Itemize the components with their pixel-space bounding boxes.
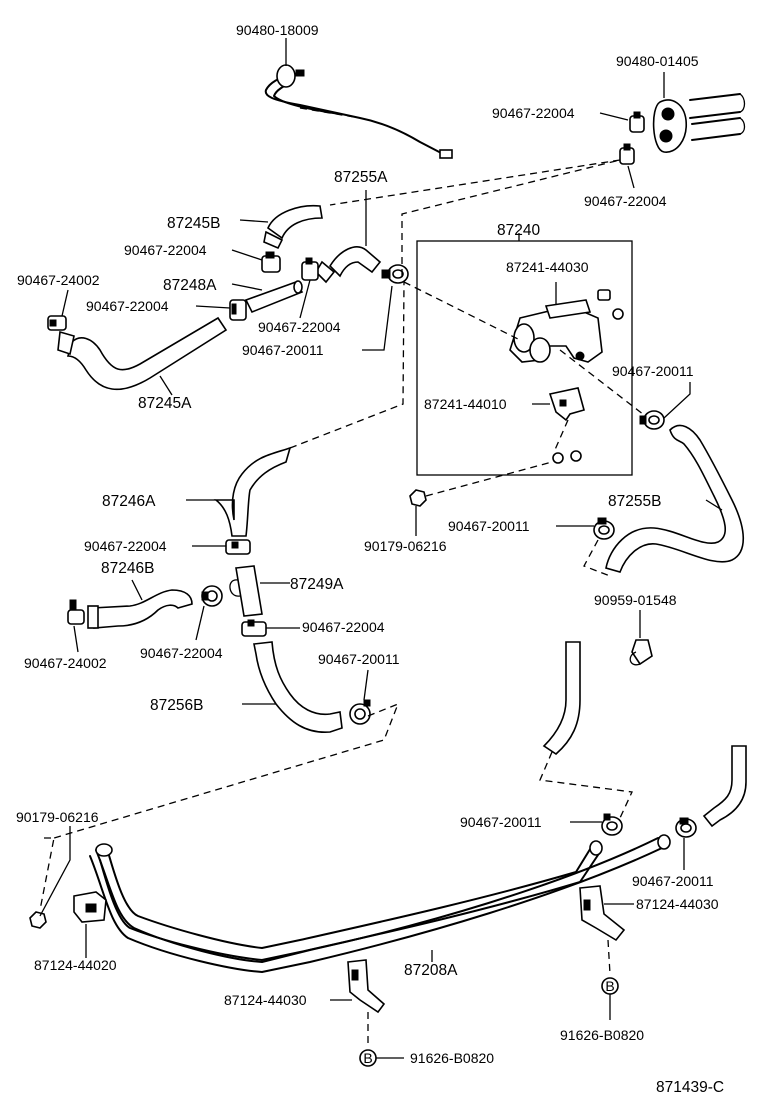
label-90179-06216-a: 90179-06216 — [364, 538, 447, 554]
label-87240: 87240 — [497, 222, 540, 239]
label-87255A: 87255A — [334, 169, 388, 186]
label-87124-44020: 87124-44020 — [34, 957, 117, 973]
label-90467-20011-b: 90467-20011 — [612, 363, 694, 379]
hose-87255A — [314, 246, 382, 284]
tube-87249A — [229, 565, 263, 617]
bracket-87124-44020 — [73, 891, 107, 923]
label-87241-44030: 87241-44030 — [506, 259, 589, 275]
clamp-90467-24002-lower — [67, 599, 85, 625]
figure-id: 871439-C — [656, 1079, 724, 1096]
clamp-90467-20011-87256B — [349, 699, 371, 725]
label-90467-22004-f: 90467-22004 — [84, 538, 167, 554]
label-90480-01405: 90480-01405 — [616, 53, 699, 69]
label-90467-20011-a: 90467-20011 — [242, 342, 324, 358]
label-90467-22004-b: 90467-22004 — [584, 193, 667, 209]
nut-90179-06216-bottom — [29, 911, 47, 929]
clamp-90467-20011-valve-right — [639, 410, 665, 430]
label-87124-44030-b: 87124-44030 — [224, 992, 307, 1008]
label-90467-22004-e: 90467-22004 — [258, 319, 341, 335]
clamp-90467-20011-87255B — [593, 517, 615, 540]
label-87255B: 87255B — [608, 493, 661, 510]
bracket-87124-44030-center — [347, 959, 386, 1014]
bolt-mark-text: B — [605, 978, 614, 994]
hose-heater-inlet — [542, 641, 581, 756]
clip-90959-01548 — [629, 639, 653, 666]
clamp-90467-22004-bottom — [241, 619, 267, 637]
label-90959-01548: 90959-01548 — [594, 592, 677, 608]
clamp-90467-20011-bottom-right — [675, 817, 697, 838]
bolt-91626-B0820-right: B — [601, 977, 619, 995]
label-90467-24002-b: 90467-24002 — [24, 655, 107, 671]
label-87246B: 87246B — [101, 560, 154, 577]
label-87256B: 87256B — [150, 697, 203, 714]
hose-87246A — [213, 446, 292, 537]
tube-87248A — [244, 280, 304, 314]
label-87246A: 87246A — [102, 493, 156, 510]
label-90467-20011-d: 90467-20011 — [318, 651, 400, 667]
clamp-90467-20011-valve-left — [381, 264, 409, 284]
clamp-90467-22004-mid — [261, 251, 281, 273]
clamp-90467-20011-bottom-left — [601, 813, 623, 836]
water-valve-87240 — [509, 299, 603, 363]
label-90467-22004-c: 90467-22004 — [124, 242, 207, 258]
pipe-87208A — [89, 834, 671, 973]
hose-87255B — [605, 424, 744, 573]
label-90467-20011-e: 90467-20011 — [460, 814, 542, 830]
clamp-90467-24002-top — [47, 315, 67, 331]
clamp-90467-22004-top-2 — [619, 143, 635, 165]
clamp-90467-22004-lower — [225, 539, 251, 555]
label-91626-B0820-a: 91626-B0820 — [560, 1027, 644, 1043]
nut-90179-06216-center — [409, 489, 427, 507]
label-87124-44030-a: 87124-44030 — [636, 896, 719, 912]
label-90179-06216-b: 90179-06216 — [16, 809, 99, 825]
hose-heater-outlet — [702, 745, 747, 828]
hose-87246B — [87, 589, 193, 629]
nut-87240 — [597, 289, 624, 320]
clamp-90467-22004-right — [301, 257, 319, 281]
clamp-90467-22004-left — [229, 299, 247, 321]
label-90467-20011-c: 90467-20011 — [448, 518, 530, 534]
bracket-87241-44010 — [548, 387, 585, 464]
label-87245B: 87245B — [167, 215, 220, 232]
clamp-90467-22004-top — [629, 111, 645, 133]
label-90467-22004-h: 90467-22004 — [140, 645, 223, 661]
label-90467-20011-f: 90467-20011 — [632, 873, 714, 889]
bracket-87124-44030-right — [579, 885, 626, 942]
label-87245A: 87245A — [138, 395, 192, 412]
label-87241-44010: 87241-44010 — [424, 396, 507, 412]
label-90467-24002-a: 90467-24002 — [17, 272, 100, 288]
label-87249A: 87249A — [290, 576, 344, 593]
label-91626-B0820-b: 91626-B0820 — [410, 1050, 494, 1066]
hose-87245B — [263, 204, 323, 250]
valve-assembly-frame — [416, 240, 633, 476]
label-87248A: 87248A — [163, 277, 217, 294]
label-90467-22004-g: 90467-22004 — [302, 619, 385, 635]
label-87208A: 87208A — [404, 962, 458, 979]
bolt-91626-B0820-center: B — [359, 1049, 377, 1067]
label-90480-18009: 90480-18009 — [236, 22, 319, 38]
grommet-90480-01405 — [652, 93, 746, 153]
clamp-90467-22004-87246B — [201, 585, 223, 607]
label-90467-22004-a: 90467-22004 — [492, 105, 575, 121]
bolt-mark-text: B — [363, 1050, 372, 1066]
hose-87256B — [253, 641, 343, 733]
hose-87245A — [57, 316, 228, 391]
label-90467-22004-d: 90467-22004 — [86, 298, 169, 314]
vacuum-switch-90480-18009 — [264, 64, 453, 159]
